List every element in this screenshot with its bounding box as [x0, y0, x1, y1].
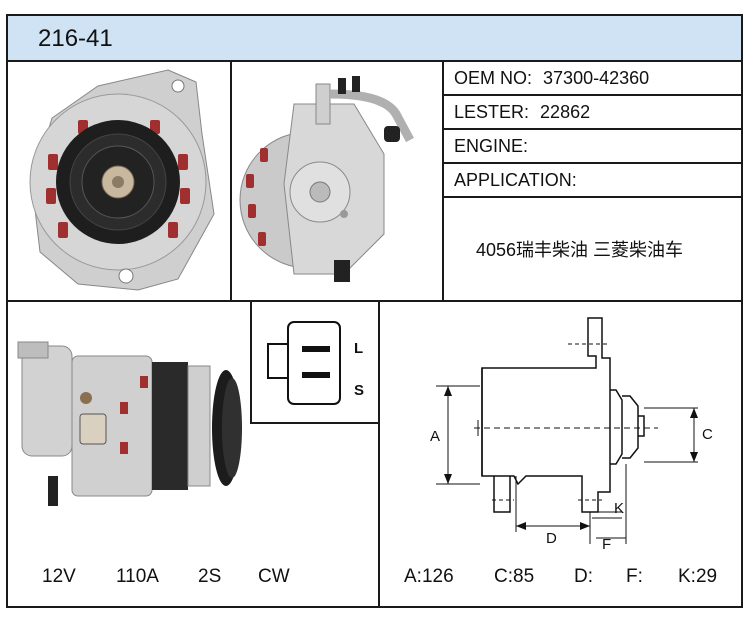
rating-pulley: 2S [198, 566, 222, 587]
dimension-outline-svg [436, 317, 698, 544]
oem-value: 37300-42360 [543, 68, 650, 88]
application-value: 4056瑞丰柴油 三菱柴油车 [476, 240, 684, 260]
alternator-front-illustration [29, 69, 215, 291]
engine-row: ENGINE: [454, 136, 528, 157]
dimension-d-label: D [546, 530, 557, 547]
dimension-c-value: C:85 [494, 566, 535, 587]
divider [444, 162, 741, 164]
connector-diagram: L S [254, 308, 376, 418]
engine-label: ENGINE: [454, 136, 529, 156]
alternator-side-photo [12, 306, 248, 536]
lester-value: 22862 [540, 102, 591, 122]
dimension-a-value: A:126 [404, 566, 454, 587]
divider [230, 60, 232, 300]
connector-pin-s-label: S [354, 382, 365, 399]
connector-plug-icon [267, 321, 341, 405]
dimension-a-label: A [430, 428, 441, 445]
divider [444, 94, 741, 96]
alternator-rear-illustration [239, 76, 414, 282]
alternator-front-photo [18, 64, 226, 296]
lester-row: LESTER: 22862 [454, 102, 590, 123]
divider [442, 60, 444, 300]
divider [8, 300, 741, 302]
dimension-k-value: K:29 [678, 566, 718, 587]
divider [444, 196, 741, 198]
divider [250, 302, 252, 424]
lester-label: LESTER: [454, 102, 530, 122]
dimension-c-label: C [702, 426, 713, 443]
header-bar: 216-41 [8, 16, 741, 62]
alternator-side-illustration [17, 341, 242, 506]
divider [378, 302, 380, 608]
dimension-d-value: D: [574, 566, 593, 587]
oem-row: OEM NO: 37300-42360 [454, 68, 649, 89]
divider [444, 128, 741, 130]
application-label: APPLICATION: [454, 170, 577, 190]
connector-pin-l-label: L [354, 340, 364, 357]
application-row: APPLICATION: [454, 170, 577, 191]
dimension-f-label: F [602, 536, 612, 553]
dimension-drawing: A C K D F [382, 304, 740, 558]
rating-voltage: 12V [42, 566, 76, 587]
divider [250, 422, 380, 424]
part-number-title: 216-41 [38, 25, 113, 52]
rating-rotation: CW [258, 566, 290, 587]
dimension-f-value: F: [626, 566, 643, 587]
oem-label: OEM NO: [454, 68, 533, 88]
dimension-k-label: K [614, 500, 625, 517]
alternator-rear-photo [234, 64, 440, 296]
rating-current: 110A [116, 566, 159, 587]
product-sheet: 216-41 OEM NO: 37300-42360 LESTER: 22862… [6, 14, 743, 608]
